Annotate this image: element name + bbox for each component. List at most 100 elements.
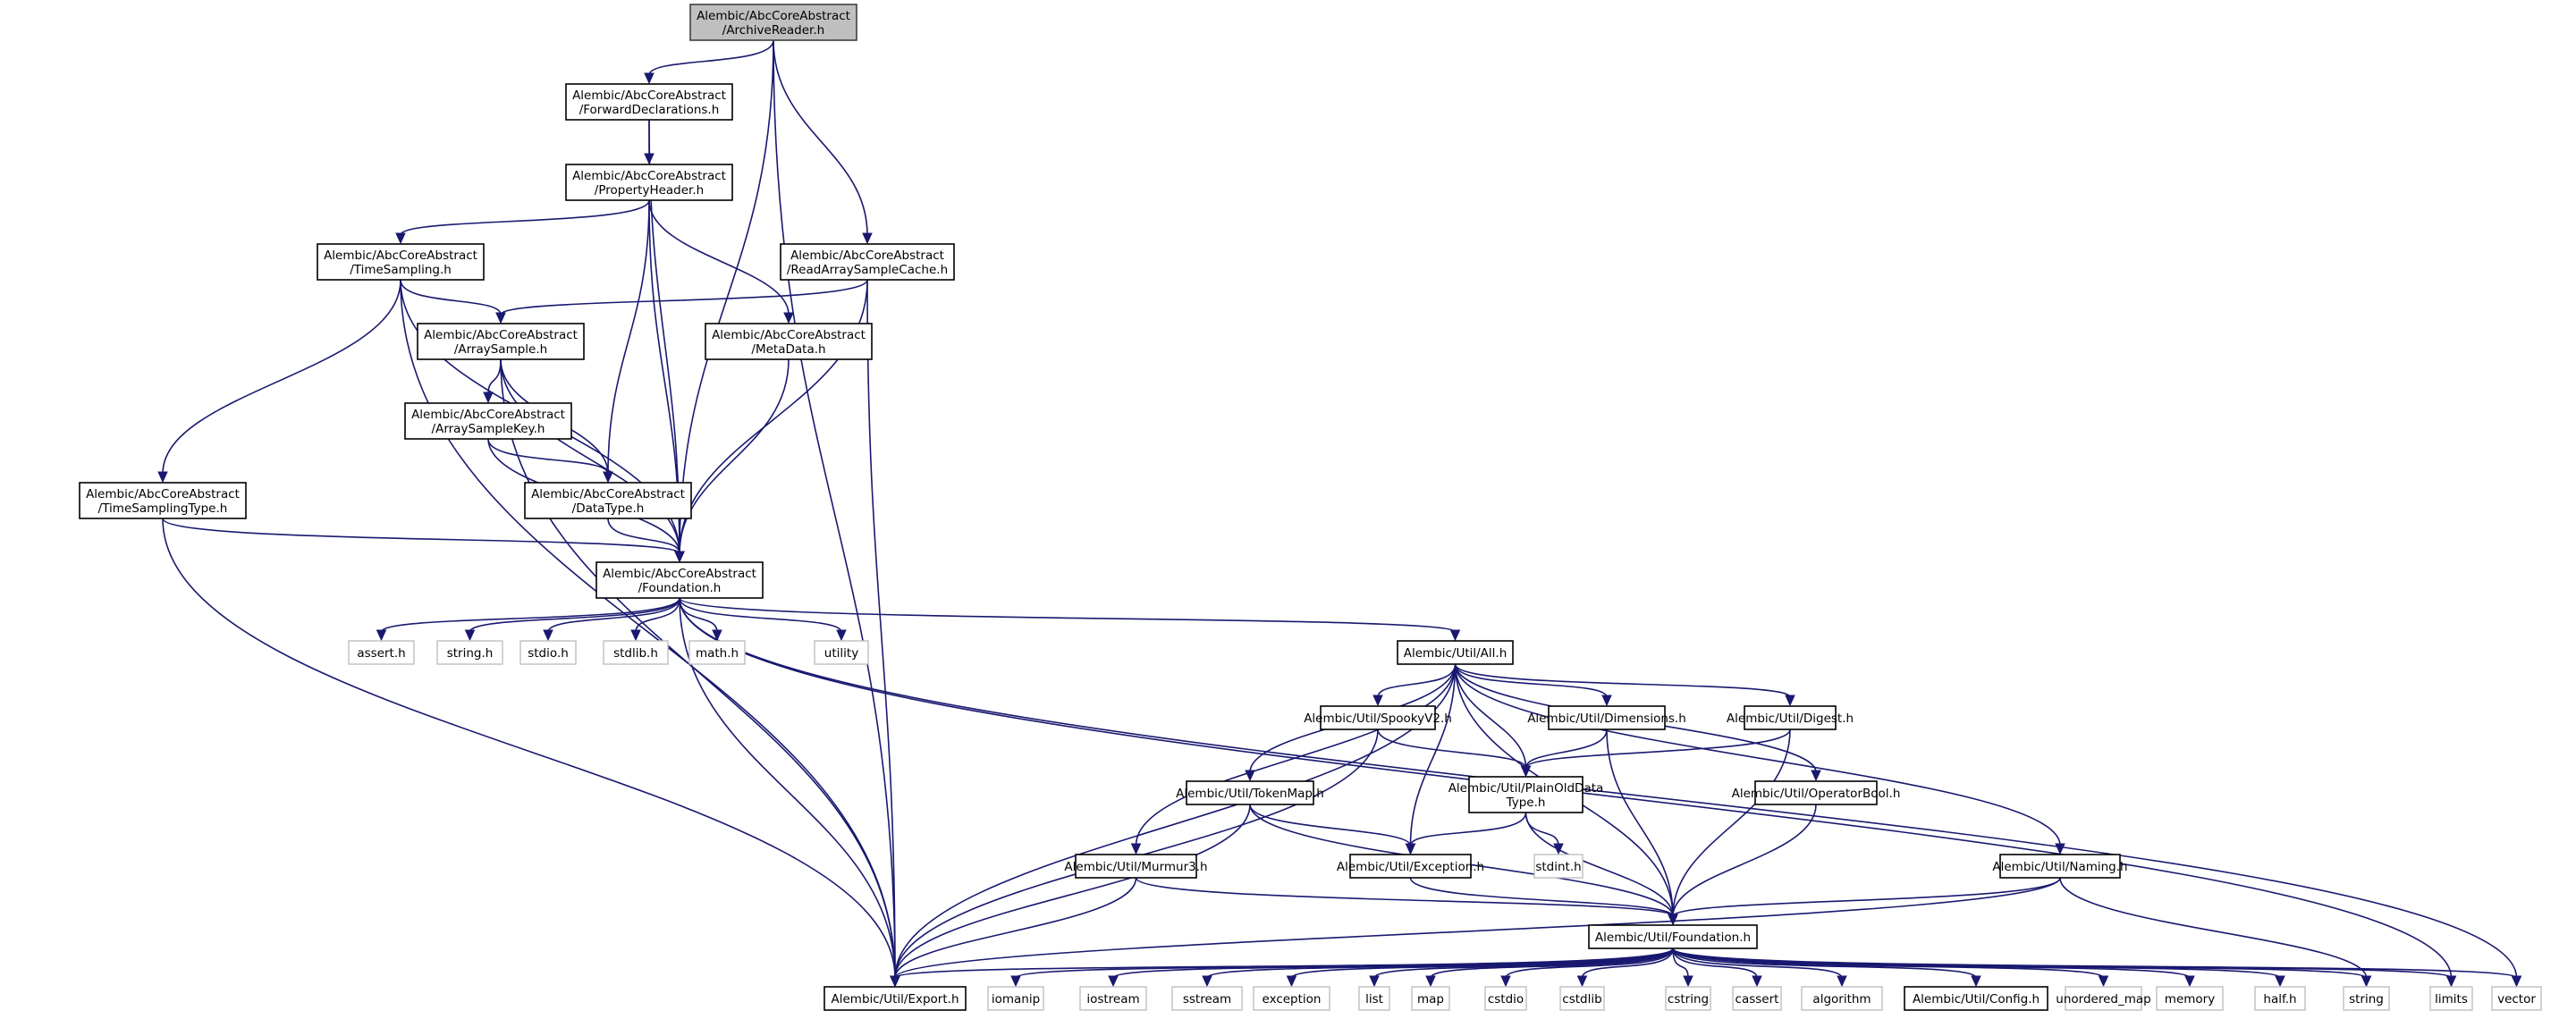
edge-timesampling-to-arraysample (400, 279, 502, 316)
node-box (436, 640, 503, 665)
node-box (814, 640, 869, 665)
edge-all-to-naming (1454, 663, 2061, 846)
node-box (1358, 986, 1390, 1011)
node-box (565, 164, 733, 201)
node-label: unordered_map (2056, 992, 2150, 1006)
node-all[interactable]: Alembic/Util/All.h (1397, 640, 1514, 665)
node-label: half.h (2263, 992, 2296, 1006)
node-propertyheader[interactable]: Alembic/AbcCoreAbstract/PropertyHeader.h (565, 164, 733, 201)
node-box (2343, 986, 2390, 1011)
arrowhead-icon (2184, 975, 2195, 988)
node-box (987, 986, 1044, 1011)
node-box (1079, 986, 1147, 1011)
node-label: Alembic/Util/Foundation.h (1595, 931, 1751, 945)
node-box (705, 323, 873, 360)
node-label: /MetaData.h (751, 342, 825, 357)
node-label: Alembic/Util/Config.h (1913, 992, 2040, 1006)
node-dimensions[interactable]: Alembic/Util/Dimensions.h (1527, 705, 1686, 730)
node-label: Alembic/Util/SpookyV2.h (1304, 712, 1452, 726)
node-arraysample[interactable]: Alembic/AbcCoreAbstract/ArraySample.h (417, 323, 585, 360)
node-label: /TimeSamplingType.h (98, 501, 228, 516)
node-archivereader[interactable]: Alembic/AbcCoreAbstract/ArchiveReader.h (689, 4, 857, 41)
node-readarraysamplecache[interactable]: Alembic/AbcCoreAbstract/ReadArraySampleC… (780, 243, 955, 281)
node-export[interactable]: Alembic/Util/Export.h (823, 986, 967, 1011)
node-label: Alembic/Util/Naming.h (1992, 860, 2127, 874)
node-box (1533, 854, 1584, 879)
arrowhead-icon (1202, 975, 1212, 988)
node-utility: utility (814, 640, 869, 665)
edge-all-to-murmur3 (1135, 663, 1457, 846)
node-utilfoundation[interactable]: Alembic/Util/Foundation.h (1588, 924, 1758, 949)
node-label: Type.h (1506, 796, 1546, 810)
node-config[interactable]: Alembic/Util/Config.h (1904, 986, 2048, 1011)
edge-murmur3-to-utilfoundation (1135, 877, 1674, 917)
node-arraysamplekey[interactable]: Alembic/AbcCoreAbstract/ArraySampleKey.h (404, 402, 572, 440)
node-box (404, 402, 572, 440)
node-string-h: string.h (436, 640, 503, 665)
node-box (1075, 854, 1197, 879)
node-timesamplingtype[interactable]: Alembic/AbcCoreAbstract/TimeSamplingType… (79, 482, 247, 519)
node-tokenmap[interactable]: Alembic/Util/TokenMap.h (1176, 780, 1324, 805)
edge-acafoundation-to-stdlib_h (635, 597, 680, 633)
node-label: Alembic/AbcCoreAbstract (572, 169, 726, 183)
node-box (317, 243, 485, 281)
node-murmur3[interactable]: Alembic/Util/Murmur3.h (1064, 854, 1208, 879)
node-box (1411, 986, 1450, 1011)
arrowhead-icon (1971, 975, 1981, 988)
node-exception[interactable]: Alembic/Util/Exception.h (1337, 854, 1484, 879)
arrowhead-icon (543, 629, 553, 642)
node-label: memory (2165, 992, 2215, 1006)
edge-utilfoundation-to-cassert (1672, 947, 1758, 979)
node-forwarddecl[interactable]: Alembic/AbcCoreAbstract/ForwardDeclarati… (565, 83, 733, 121)
edge-all-to-pod (1454, 663, 1527, 769)
node-box (689, 4, 857, 41)
node-box (1349, 854, 1472, 879)
edge-acafoundation-to-stdio_h (547, 597, 680, 633)
edge-pod-to-exception (1409, 812, 1527, 846)
edge-naming-to-export (894, 877, 2061, 979)
arrowhead-icon (2361, 975, 2372, 988)
node-label: Alembic/Util/TokenMap.h (1176, 787, 1324, 801)
node-label: iomanip (992, 992, 1040, 1006)
node-box (2254, 986, 2306, 1011)
edge-archivereader-to-export (773, 39, 896, 979)
node-stdint-h: stdint.h (1533, 854, 1584, 879)
node-spooky[interactable]: Alembic/Util/SpookyV2.h (1304, 705, 1452, 730)
node-datatype[interactable]: Alembic/AbcCoreAbstract/DataType.h (524, 482, 692, 519)
node-operatorbool[interactable]: Alembic/Util/OperatorBool.h (1732, 780, 1901, 805)
node-box (1559, 986, 1605, 1011)
node-box (524, 482, 692, 519)
node-box (2156, 986, 2224, 1011)
node-algorithm: algorithm (1801, 986, 1883, 1011)
node-box (1468, 776, 1584, 813)
arrowhead-icon (1405, 843, 1416, 855)
node-acafoundation[interactable]: Alembic/AbcCoreAbstract/Foundation.h (595, 561, 764, 599)
node-timesampling[interactable]: Alembic/AbcCoreAbstract/TimeSampling.h (317, 243, 485, 281)
node-digest[interactable]: Alembic/Util/Digest.h (1727, 705, 1854, 730)
node-naming[interactable]: Alembic/Util/Naming.h (1992, 854, 2128, 879)
arrowhead-icon (376, 629, 387, 642)
node-label: stdio.h (528, 646, 569, 661)
edge-utilfoundation-to-cstdio (1505, 947, 1674, 979)
edge-propertyheader-to-metadata (648, 199, 790, 316)
node-box (603, 640, 669, 665)
node-metadata[interactable]: Alembic/AbcCoreAbstract/MetaData.h (705, 323, 873, 360)
node-string: string (2343, 986, 2390, 1011)
edge-operatorbool-to-utilfoundation (1672, 804, 1817, 917)
node-label: sstream (1183, 992, 1231, 1006)
edge-tokenmap-to-export (894, 804, 1251, 979)
node-label: /ArraySample.h (454, 342, 547, 357)
edge-acafoundation-to-assert_h (380, 597, 680, 633)
node-label: list (1365, 992, 1383, 1006)
edge-acafoundation-to-utility (679, 597, 842, 633)
edge-murmur3-to-export (894, 877, 1137, 979)
arrowhead-icon (1010, 975, 1021, 988)
node-label: Alembic/AbcCoreAbstract (790, 248, 944, 263)
node-label: stdlib.h (613, 646, 658, 661)
edge-utilfoundation-to-algorithm (1672, 947, 1843, 979)
arrowhead-icon (1130, 843, 1142, 855)
node-label: /ReadArraySampleCache.h (787, 263, 948, 277)
edge-arraysample-to-export (500, 358, 896, 979)
